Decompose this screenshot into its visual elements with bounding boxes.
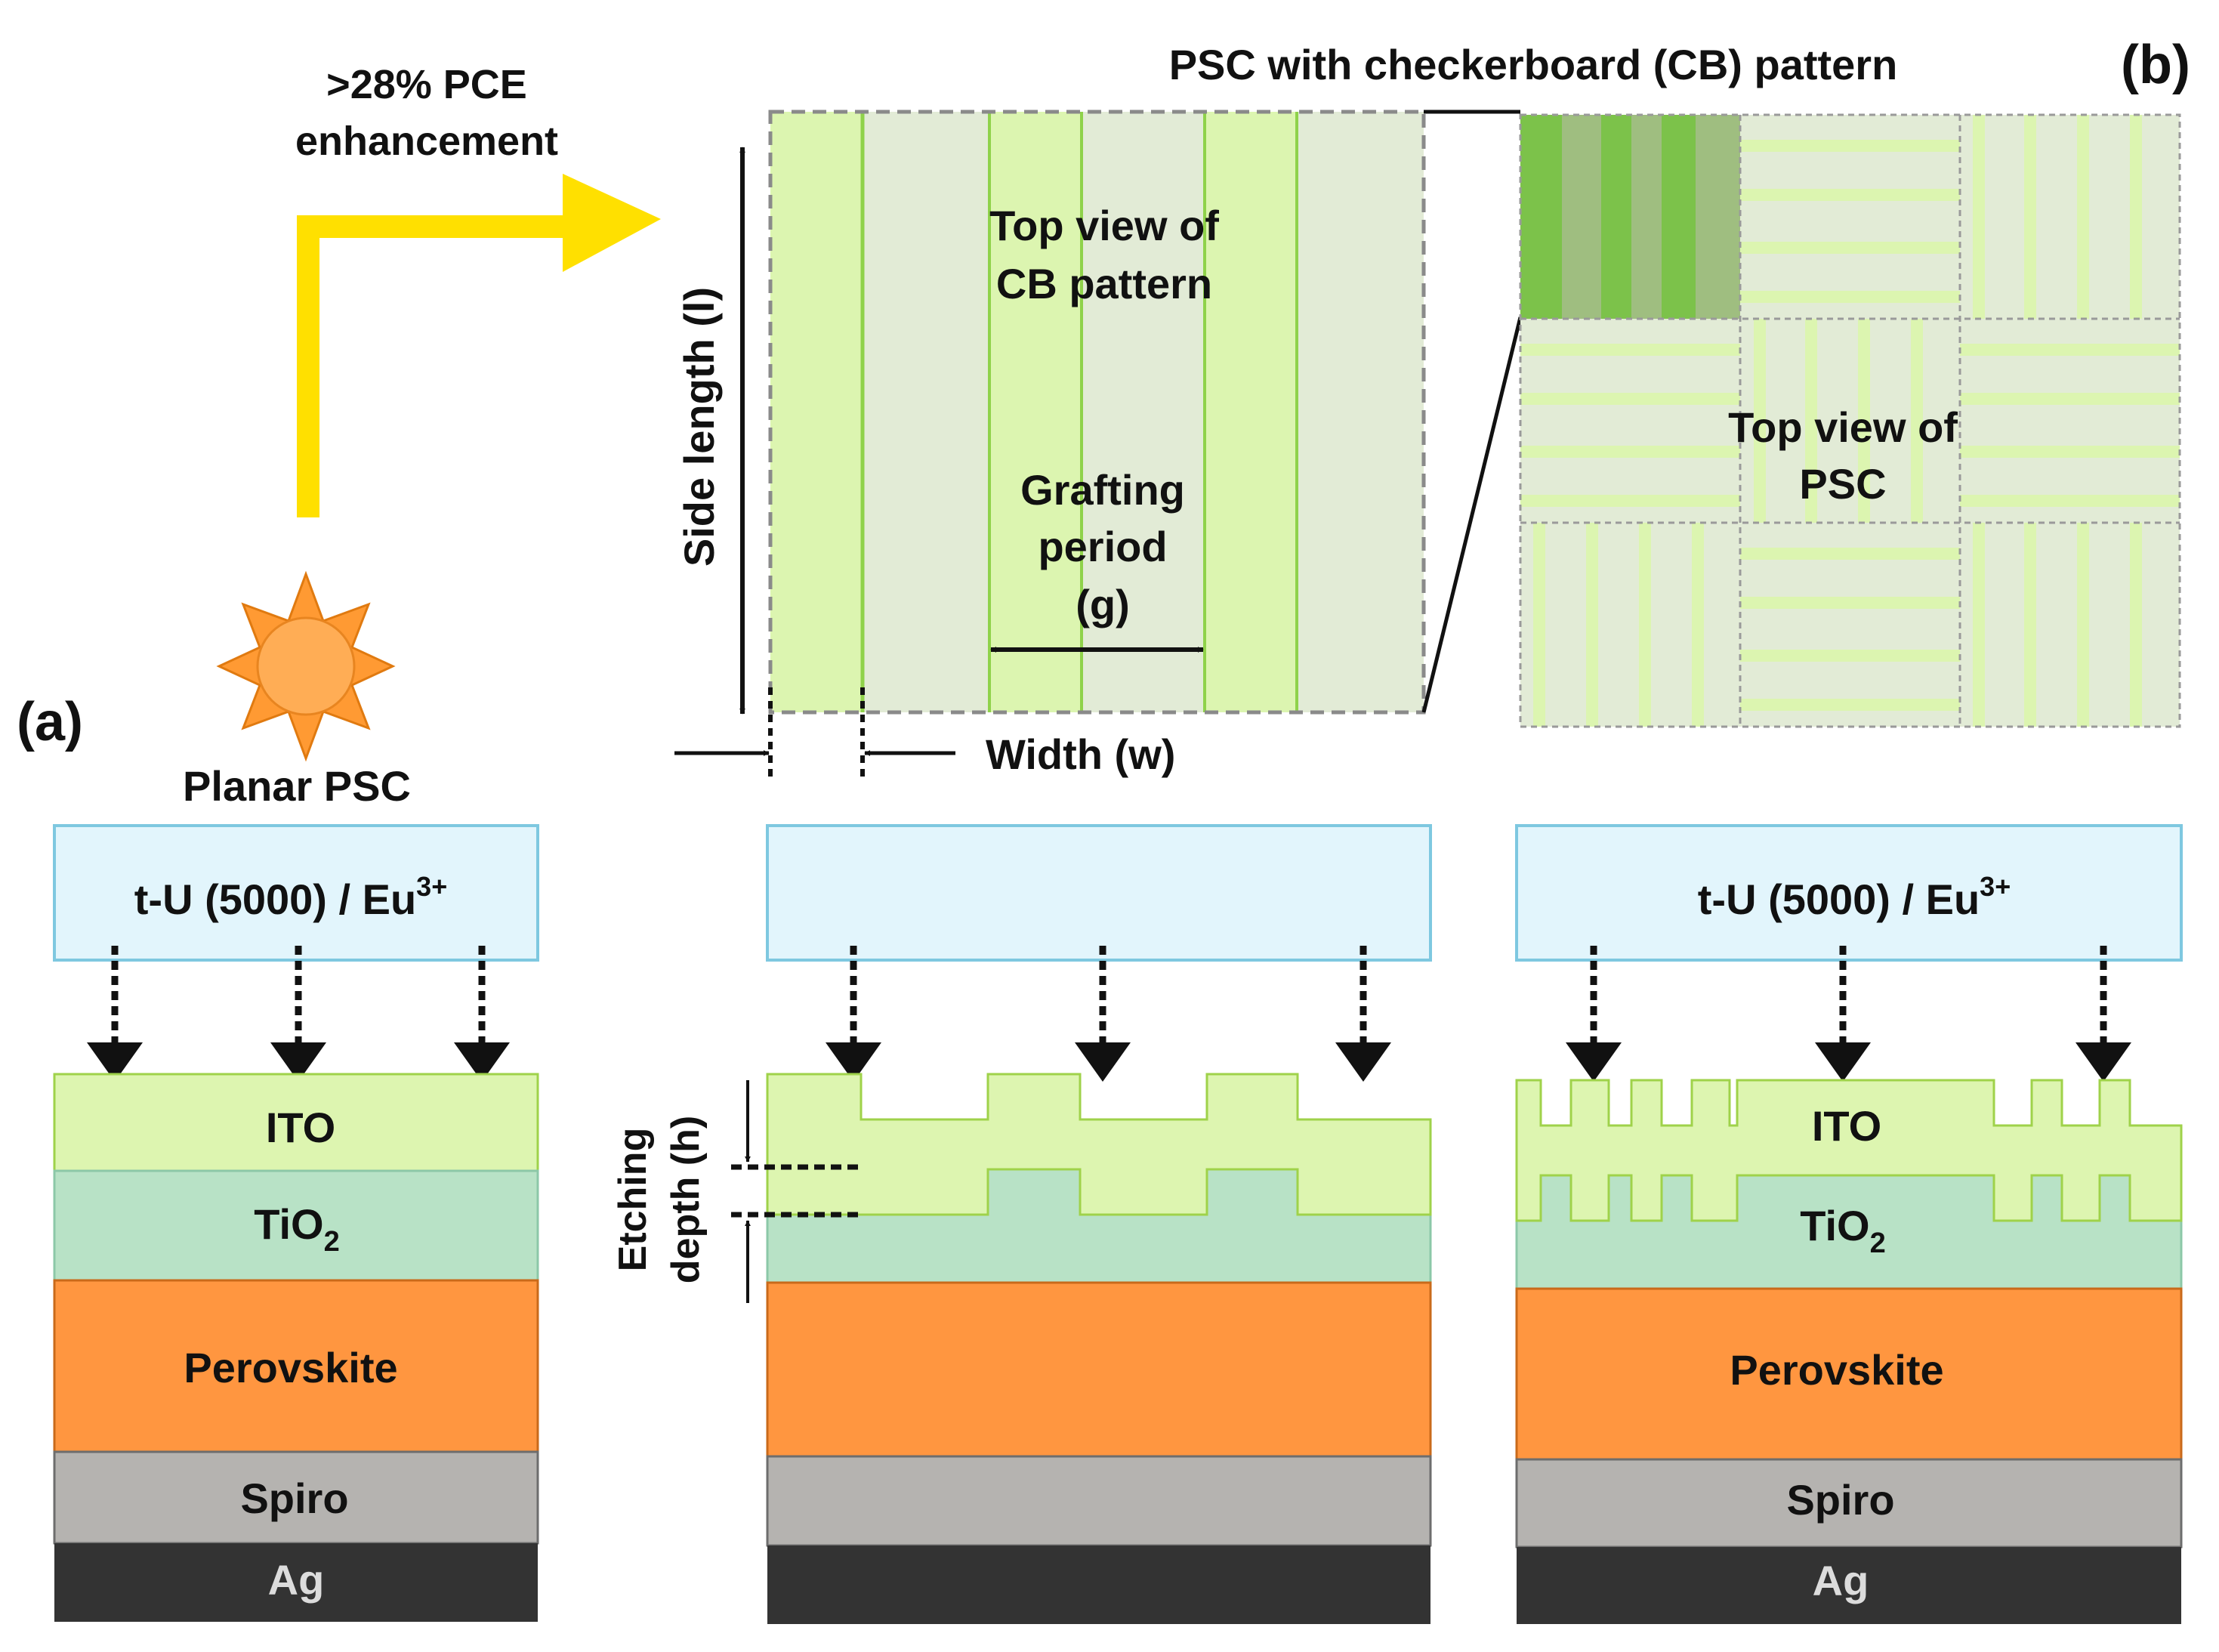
right-ag-label: Ag	[1813, 1557, 1869, 1604]
right-coating-box	[1515, 824, 2183, 962]
width-label: Width (w)	[986, 730, 1175, 778]
middle-ag-layer	[767, 1545, 1430, 1624]
middle-drop-arrows	[826, 946, 1391, 1082]
right-perovskite-layer	[1515, 1287, 2183, 1461]
right-ito-label: ITO	[1812, 1102, 1881, 1150]
right-spiro-label: Spiro	[1786, 1476, 1894, 1524]
grafting-line1: Grafting	[1020, 466, 1185, 514]
etching-line2: depth (h)	[664, 1116, 708, 1283]
cb-top-view-line2: CB pattern	[996, 260, 1212, 307]
left-perovskite-label: Perovskite	[184, 1344, 397, 1391]
right-ag-layer	[1517, 1547, 2181, 1624]
left-spiro-layer	[53, 1450, 539, 1545]
left-tio2-label: TiO2	[254, 1200, 339, 1258]
right-drop-arrows	[1566, 946, 2131, 1082]
zoom-line-bottom	[1421, 317, 1523, 713]
right-tio2-label: TiO2	[1800, 1202, 1885, 1259]
enhancement-line1: >28% PCE	[326, 62, 527, 107]
middle-coating-box	[766, 824, 1432, 962]
middle-spiro-layer	[766, 1455, 1432, 1547]
left-coating-label: t-U (5000) / Eu3+	[134, 871, 447, 923]
middle-perovskite-layer	[766, 1281, 1432, 1458]
psc-top-view-line1: Top view of	[1728, 403, 1958, 451]
left-spiro-label: Spiro	[240, 1474, 348, 1522]
grafting-line2: period	[1038, 523, 1167, 570]
left-ito-label: ITO	[266, 1104, 335, 1151]
right-coating-label: t-U (5000) / Eu3+	[1698, 871, 2011, 923]
left-coating-box	[53, 824, 539, 962]
sun-icon	[216, 570, 396, 762]
left-ag-label: Ag	[268, 1556, 325, 1604]
etching-depth-indicator	[731, 1080, 861, 1303]
left-ito-layer	[53, 1073, 539, 1172]
left-drop-arrows	[87, 946, 510, 1082]
right-ito-layer	[1515, 1079, 2183, 1222]
grafting-line3: (g)	[1076, 581, 1130, 628]
panel-label-b: (b)	[2121, 35, 2190, 95]
left-tio2-layer	[53, 1169, 539, 1282]
width-indicator	[674, 687, 955, 778]
enhancement-line2: enhancement	[295, 119, 558, 164]
enhancement-arrow	[297, 174, 661, 517]
middle-ito-layer	[766, 1073, 1432, 1216]
cb-title: PSC with checkerboard (CB) pattern	[1169, 41, 1898, 88]
etching-line1: Etching	[611, 1128, 655, 1272]
panel-label-a: (a)	[17, 692, 83, 752]
side-length-label: Side length (l)	[675, 287, 723, 567]
left-ag-layer	[54, 1543, 538, 1622]
planar-psc-title: Planar PSC	[183, 762, 411, 810]
left-perovskite-layer	[53, 1279, 539, 1453]
cb-top-view-line1: Top view of	[989, 202, 1219, 249]
psc-top-view-line2: PSC	[1799, 460, 1886, 508]
psc-top-view-grid	[1519, 113, 2181, 728]
right-perovskite-label: Perovskite	[1730, 1346, 1943, 1394]
cb-pattern-top-view	[768, 110, 1426, 715]
